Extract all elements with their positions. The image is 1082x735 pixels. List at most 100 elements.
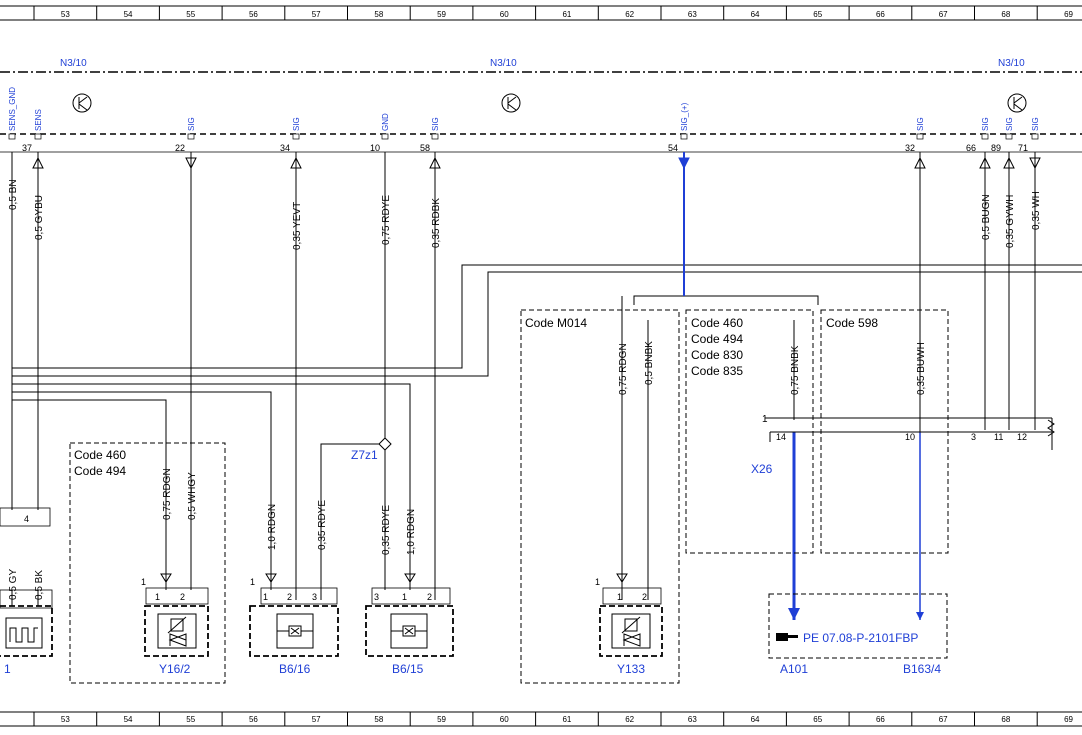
reference-link[interactable]: PE 07.08-P-2101FBP [803, 631, 918, 645]
component-pin-number: 1 [402, 592, 407, 602]
ruler-number-top: 61 [562, 10, 571, 19]
component-left-partial [0, 507, 53, 657]
component-b6-15 [365, 587, 454, 657]
ruler-number-bottom: 57 [312, 715, 321, 724]
connector-pin-3: 3 [971, 432, 976, 442]
code-m014-label: Code M014 [525, 316, 587, 330]
ruler-number-top: 58 [374, 10, 383, 19]
ruler-number-bottom: 62 [625, 715, 634, 724]
component-pin-number: 1 [250, 577, 255, 587]
code-830-label: Code 830 [691, 348, 743, 362]
splice-icon [378, 437, 392, 451]
ruler-number-top: 65 [813, 10, 822, 19]
code-835-label: Code 835 [691, 364, 743, 378]
pin-number: 89 [991, 143, 1001, 153]
ruler-number-top: 55 [186, 10, 195, 19]
hand-pointer-icon [776, 633, 798, 641]
pin-signal-label: SIG [431, 117, 440, 131]
pin-number: 66 [966, 143, 976, 153]
arrow-marker [678, 157, 690, 170]
pin-number: 10 [370, 143, 380, 153]
component-pin-number: 2 [427, 592, 432, 602]
wire-label: 0,35 RDYE [381, 505, 392, 555]
wire-label: 0,5 BK [34, 570, 45, 600]
ruler-number-bottom: 68 [1001, 715, 1010, 724]
component-pin-number: 3 [312, 592, 317, 602]
ruler-number-top: 60 [500, 10, 509, 19]
pin-number: 34 [280, 143, 290, 153]
component-pin-number: 2 [642, 592, 647, 602]
connector-pin-12: 12 [1017, 432, 1027, 442]
ruler-number-top: 62 [625, 10, 634, 19]
component-label-a101: A101 [780, 662, 808, 676]
ruler-number-bottom: 67 [939, 715, 948, 724]
code-460-label: Code 460 [74, 448, 126, 462]
pin-signal-label: GND [381, 113, 390, 131]
code-460-label: Code 460 [691, 316, 743, 330]
wire-label: 0,35 RDBK [431, 198, 442, 248]
pin-signal-label: SIG [1005, 117, 1014, 131]
component-label-y16-2: Y16/2 [159, 662, 191, 676]
transistor-icon [501, 93, 521, 113]
connector-pin-14: 14 [776, 432, 786, 442]
ruler-number-top: 54 [124, 10, 133, 19]
component-pin-number: 1 [141, 577, 146, 587]
arrow-a101 [788, 608, 800, 620]
pin-number: 37 [22, 143, 32, 153]
ruler-top [0, 5, 1082, 21]
pin-number: 32 [905, 143, 915, 153]
component-pin-number: 3 [374, 592, 379, 602]
component-pin-number: 1 [263, 592, 268, 602]
wire-group [11, 152, 1082, 620]
ruler-number-bottom: 65 [813, 715, 822, 724]
component-label-y133: Y133 [617, 662, 645, 676]
component-b6-16 [249, 587, 339, 657]
pin-signal-label: SIG [916, 117, 925, 131]
ruler-number-bottom: 63 [688, 715, 697, 724]
component-pin-number: 2 [287, 592, 292, 602]
ruler-number-top: 63 [688, 10, 697, 19]
ruler-number-top: 57 [312, 10, 321, 19]
pin-signal-label: SIG [981, 117, 990, 131]
wire-label: 0,75 RDGN [162, 468, 173, 520]
ruler-number-bottom: 56 [249, 715, 258, 724]
pin-number: 22 [175, 143, 185, 153]
code-494-label: Code 494 [691, 332, 743, 346]
component-pin-number: 1 [617, 592, 622, 602]
ruler-number-bottom: 66 [876, 715, 885, 724]
ruler-number-bottom: 61 [562, 715, 571, 724]
wire-label: 0,35 GYWH [1005, 195, 1016, 248]
ruler-number-bottom: 60 [500, 715, 509, 724]
pin-signal-label: SENS_GND [8, 87, 17, 131]
wire-label: 1,0 RDGN [267, 504, 278, 550]
pin-number: 58 [420, 143, 430, 153]
component-y133 [599, 587, 663, 657]
arrow-markers [32, 156, 1041, 583]
ruler-number-bottom: 64 [751, 715, 760, 724]
ruler-number-bottom: 69 [1064, 715, 1073, 724]
component-y16-2 [144, 587, 209, 657]
ruler-number-bottom: 54 [124, 715, 133, 724]
ruler-number-top: 64 [751, 10, 760, 19]
wire-label: 0,5 BN [8, 179, 19, 210]
connector-pin-11: 11 [994, 432, 1003, 442]
pin-signal-label: SIG [187, 117, 196, 131]
ruler-number-top: 56 [249, 10, 258, 19]
component-label-b6-16: B6/16 [279, 662, 311, 676]
ruler-number-bottom: 58 [374, 715, 383, 724]
splice-label: Z7z1 [351, 448, 378, 462]
wire-label: 0,5 WHGY [187, 472, 198, 520]
component-label-right: N3/10 [998, 58, 1025, 69]
wire-label: 1,0 RDGN [406, 509, 417, 555]
ruler-bottom [0, 711, 1082, 727]
code-494-label: Code 494 [74, 464, 126, 478]
wire-label: 0,35 RDYE [317, 500, 328, 550]
wire-label: 0,5 GY [8, 569, 19, 600]
left-pin-4: 4 [24, 514, 29, 524]
pin-signal-label: SIG [292, 117, 301, 131]
connector-label-x26: X26 [751, 462, 773, 476]
code-boxes [69, 309, 949, 684]
component-pin-number: 1 [155, 592, 160, 602]
connector-pin-10: 10 [905, 432, 915, 442]
